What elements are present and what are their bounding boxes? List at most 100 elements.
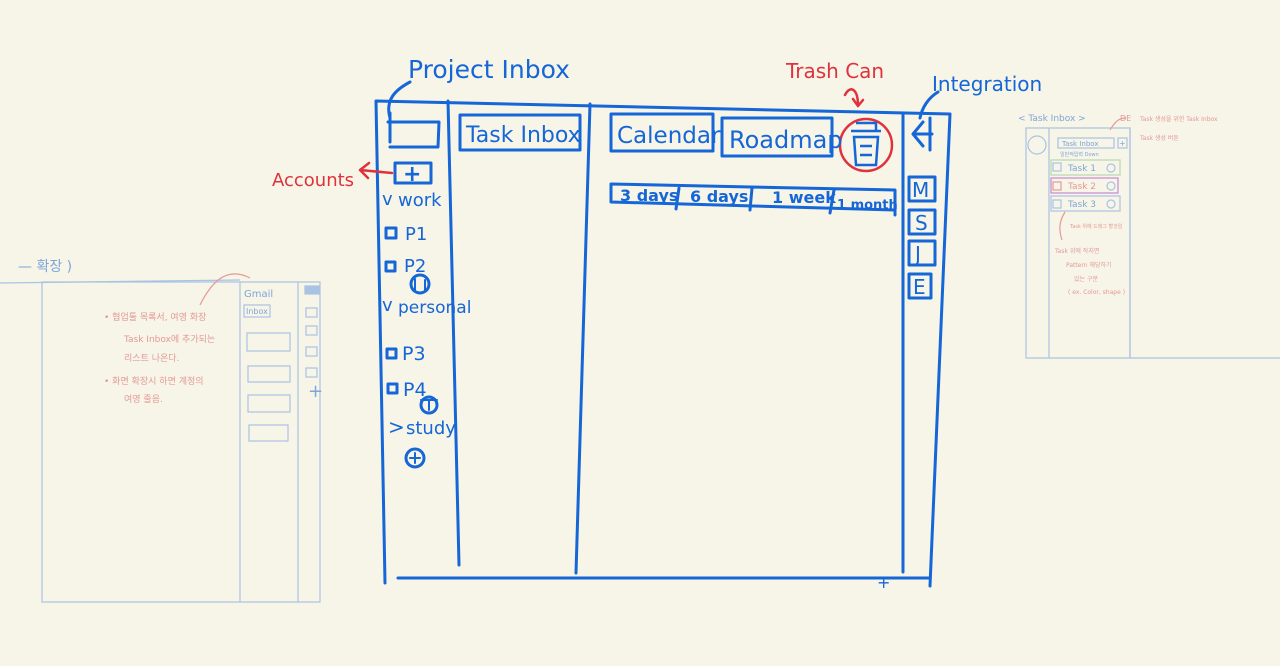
add-icon-crosses <box>409 278 438 464</box>
left-sketch-frame <box>41 281 321 603</box>
right-note-top: Task 생성을 위한 Task Inbox <box>1139 115 1218 123</box>
right-sketch-arrow-top <box>1109 117 1127 131</box>
calendar-tab[interactable]: Calendar <box>617 123 721 149</box>
inbox-chip <box>243 304 271 318</box>
task-check-3 <box>1052 199 1062 209</box>
right-inbox-label: Task Inbox <box>1061 140 1099 148</box>
left-note-2: Task Inbox에 추가되는 <box>123 334 215 345</box>
add-project-icon-1[interactable] <box>409 273 431 295</box>
divider-task-inbox <box>574 102 592 575</box>
project-personal[interactable]: personal <box>398 298 471 318</box>
left-note-4: • 화면 확장시 하면 계정의 <box>104 375 204 387</box>
main-wireframe <box>374 80 952 588</box>
left-sketch-slot-1 <box>246 332 291 352</box>
checkbox-p1[interactable] <box>384 226 398 240</box>
trash-can-circle <box>838 117 894 173</box>
task-inbox-tab[interactable]: Task Inbox <box>465 123 581 148</box>
integration-m[interactable]: M <box>912 178 929 202</box>
left-sketch-icon-5 <box>305 367 318 378</box>
calendar-tab-box[interactable] <box>609 112 715 153</box>
corner-plus: + <box>877 573 890 592</box>
left-sketch-slot-4 <box>248 424 289 442</box>
right-plus-box <box>1117 137 1128 149</box>
view-options-bar <box>609 182 897 217</box>
integration-back-arrow[interactable] <box>911 116 934 152</box>
project-p4[interactable]: P4 <box>403 379 427 401</box>
left-sketch-plus: + <box>308 381 323 402</box>
right-input-hint: 일반적입력 Down <box>1060 151 1099 158</box>
right-inbox-field <box>1057 137 1115 149</box>
integration-box-m[interactable] <box>907 175 937 203</box>
right-sketch-frame <box>1025 127 1131 359</box>
trash-can-annotation: Trash Can <box>785 59 884 83</box>
project-study[interactable]: study <box>406 418 456 439</box>
divider-project-inbox <box>446 99 461 567</box>
view-option-6-days[interactable]: 6 days <box>690 187 748 206</box>
integration-box-e[interactable] <box>907 272 933 300</box>
accounts-annotation: Accounts <box>272 170 354 191</box>
view-option-1-week[interactable]: 1 week <box>772 188 836 207</box>
right-sketch-arrow-bottom <box>1059 211 1066 241</box>
task-row-1 <box>1050 159 1121 176</box>
left-sketch-slot-3 <box>247 394 291 413</box>
left-sketch-icon-4 <box>305 346 318 357</box>
add-project-icon-3[interactable] <box>404 447 426 469</box>
integration-e[interactable]: E <box>913 275 926 299</box>
roadmap-tab-box[interactable] <box>720 116 834 158</box>
left-sketch-arrow <box>199 273 251 306</box>
task-row-3 <box>1050 195 1121 212</box>
right-task-inbox-sketch <box>1025 117 1280 359</box>
trash-can-icon[interactable] <box>851 121 881 167</box>
left-sketch-icon-2 <box>305 307 318 318</box>
trash-arrow <box>843 88 865 108</box>
project-work-marker[interactable]: v <box>382 189 393 210</box>
task-inbox-tab-box[interactable] <box>458 113 582 152</box>
right-de-label: DE <box>1120 114 1131 123</box>
project-p1[interactable]: P1 <box>405 224 427 245</box>
add-project-icon-2[interactable] <box>419 395 439 415</box>
integration-box-s[interactable] <box>907 208 937 236</box>
add-account-button[interactable] <box>393 161 433 185</box>
right-note-b5: ( ex. Color, shape ) <box>1068 289 1125 296</box>
left-sketch-title: — 확장 ) <box>18 259 72 275</box>
left-sketch-slot-2 <box>247 365 291 383</box>
right-note-b1: Task 위에 드래그 할것임 <box>1069 223 1122 230</box>
left-note-1: • 협업툴 목록서, 여영 화장 <box>104 311 206 323</box>
task-3: Task 3 <box>1067 200 1096 210</box>
right-sketch-title: < Task Inbox > <box>1018 114 1086 124</box>
right-note-b4: 있는 구분 <box>1074 275 1098 283</box>
left-sketch-icon-3 <box>305 325 318 336</box>
project-inbox-arrow <box>387 80 412 120</box>
project-p2[interactable]: P2 <box>404 256 426 277</box>
integration-annotation: Integration <box>932 72 1042 96</box>
task-check-2 <box>1052 181 1062 191</box>
checkbox-p3[interactable] <box>385 347 398 360</box>
left-expansion-sketch <box>0 273 321 603</box>
add-account-symbol: + <box>403 162 421 187</box>
account-box[interactable] <box>386 111 441 149</box>
integration-s[interactable]: S <box>915 211 928 235</box>
project-personal-marker[interactable]: v <box>382 295 393 316</box>
right-note-b3: Pattern 해당하기 <box>1066 261 1112 269</box>
project-work[interactable]: work <box>398 190 442 211</box>
roadmap-tab[interactable]: Roadmap <box>729 126 843 154</box>
view-option-1-month[interactable]: 1 month <box>837 198 898 213</box>
integration-j[interactable]: J <box>913 242 921 266</box>
inbox-label: Inbox <box>246 307 268 316</box>
gmail-label: Gmail <box>244 289 273 300</box>
integration-arrow <box>918 90 940 120</box>
integration-box-j[interactable] <box>907 239 937 267</box>
task-check-1 <box>1052 162 1062 172</box>
task-row-2 <box>1050 177 1119 194</box>
view-option-3-days[interactable]: 3 days <box>620 186 678 205</box>
checkbox-p2[interactable] <box>384 260 397 273</box>
project-p3[interactable]: P3 <box>402 343 426 365</box>
left-note-5: 여영 줄음. <box>124 393 163 405</box>
red-annotations <box>358 88 894 180</box>
checkbox-p4[interactable] <box>386 382 399 395</box>
project-study-marker[interactable]: > <box>388 415 405 439</box>
project-inbox-annotation: Project Inbox <box>408 55 570 84</box>
right-note-b2: Task 위에 작지면 <box>1054 247 1099 255</box>
left-note-3: 리스트 나온다. <box>124 353 179 364</box>
